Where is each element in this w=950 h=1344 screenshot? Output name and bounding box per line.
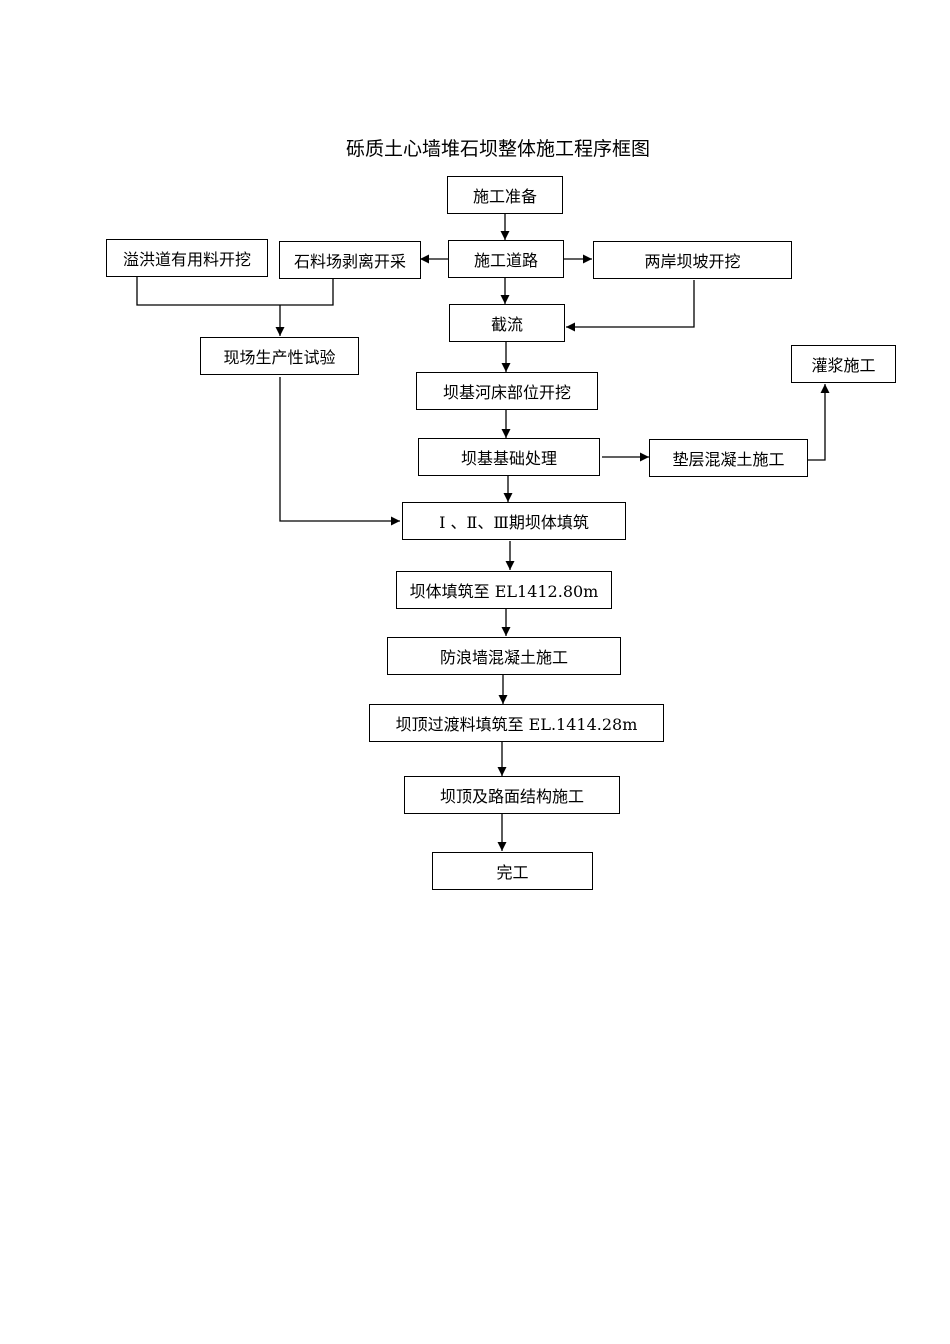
node-spillway: 溢洪道有用料开挖 — [106, 239, 268, 277]
arrow-test-to-stages — [279, 377, 400, 526]
arrow-banks-to-closure — [566, 280, 695, 332]
node-grout: 灌浆施工 — [791, 345, 896, 383]
line-quarry-join — [280, 279, 334, 306]
line-spillway-join — [136, 276, 280, 306]
node-done: 完工 — [432, 852, 593, 890]
node-cushion: 垫层混凝土施工 — [649, 439, 808, 477]
arrow-cushion-to-grout — [807, 384, 830, 461]
node-banks: 两岸坝坡开挖 — [593, 241, 792, 279]
node-riverbed: 坝基河床部位开挖 — [416, 372, 598, 410]
node-stages: Ⅰ 、Ⅱ、Ⅲ期坝体填筑 — [402, 502, 626, 540]
node-test: 现场生产性试验 — [200, 337, 359, 375]
diagram-title: 砾质土心墙堆石坝整体施工程序框图 — [345, 138, 650, 160]
node-foundation: 坝基基础处理 — [418, 438, 600, 476]
node-quarry: 石料场剥离开采 — [279, 241, 421, 279]
node-prep: 施工准备 — [447, 176, 563, 214]
node-crest-fill: 坝顶过渡料填筑至 EL.1414.28m — [369, 704, 664, 742]
node-closure: 截流 — [449, 304, 565, 342]
node-road: 施工道路 — [448, 240, 564, 278]
node-wave: 防浪墙混凝土施工 — [387, 637, 621, 675]
node-crest-road: 坝顶及路面结构施工 — [404, 776, 620, 814]
node-fill1412: 坝体填筑至 EL1412.80m — [396, 571, 612, 609]
